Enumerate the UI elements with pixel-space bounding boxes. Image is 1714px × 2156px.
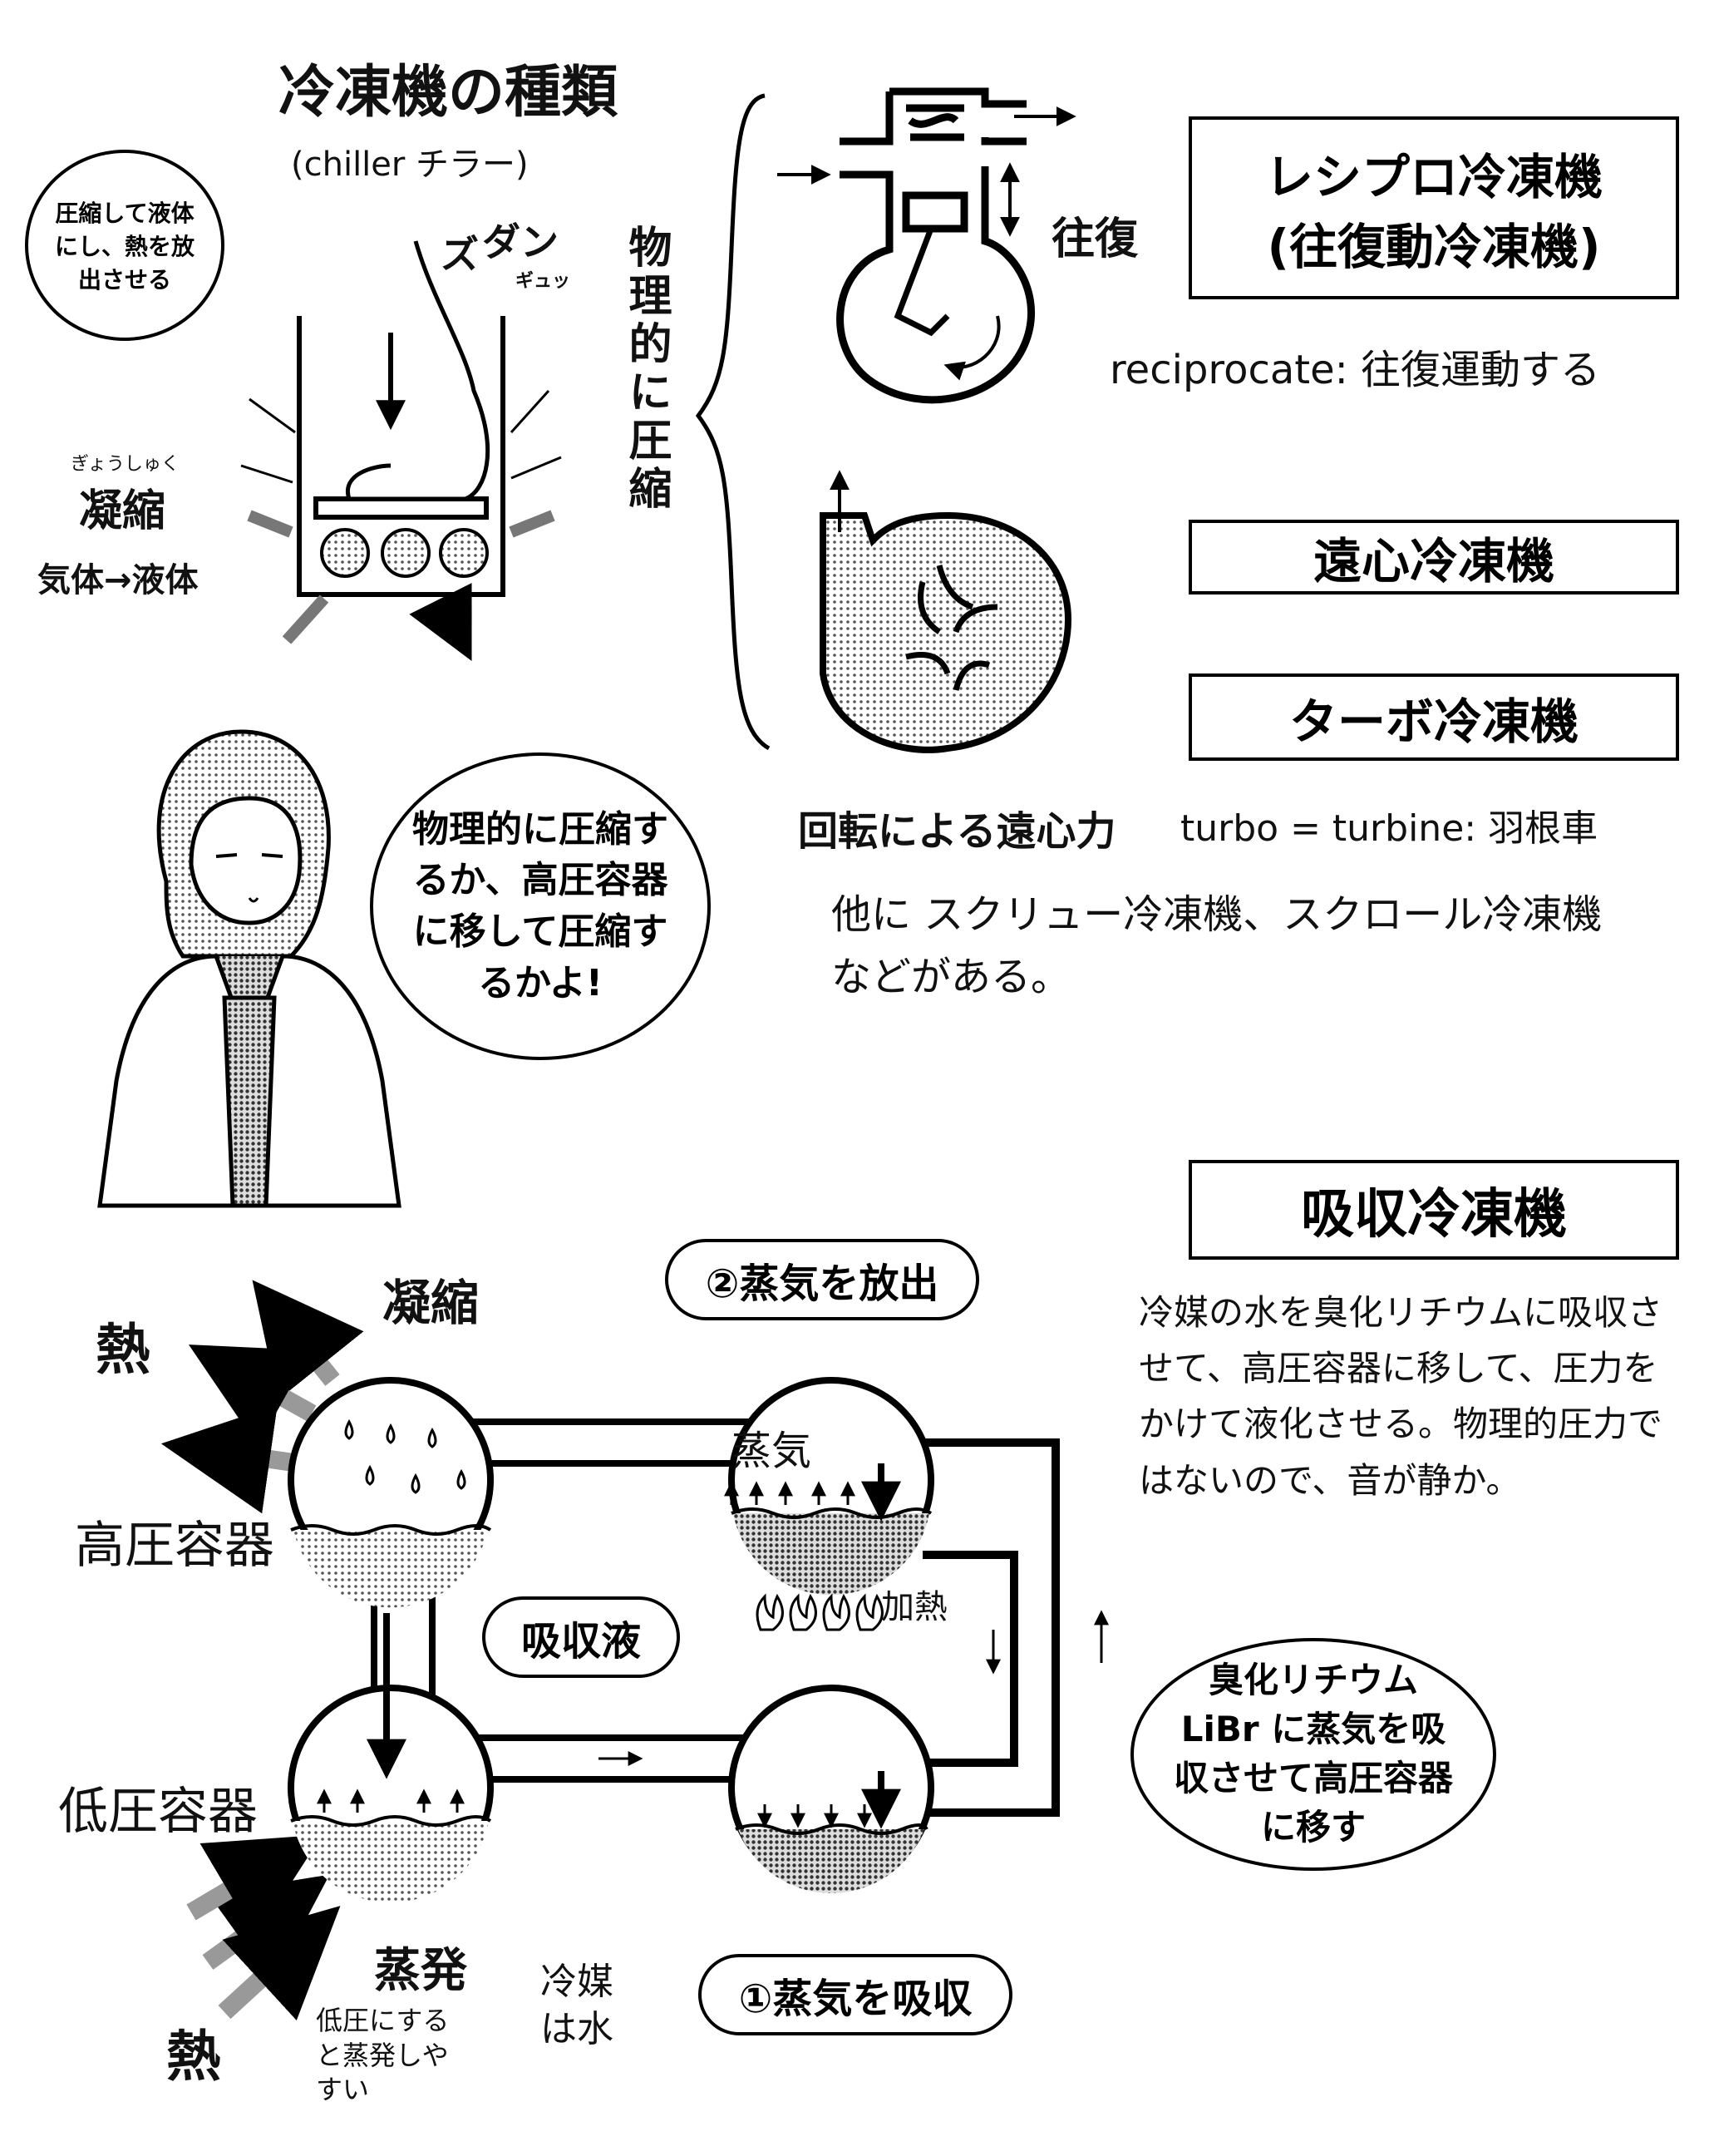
- sfx-zu: ズ: [441, 232, 479, 277]
- absorb-steam-pill: ①蒸気を吸収: [698, 1954, 1012, 2035]
- character-bubble-text: 物理的に圧縮するか、高圧容器に移して圧縮するかよ!: [412, 807, 668, 1004]
- absorption-title: 吸収冷凍機: [1301, 1184, 1567, 1246]
- turbo-definition: turbo = turbine: 羽根車: [1180, 807, 1598, 850]
- centrifugal-title: 遠心冷凍機: [1313, 533, 1554, 590]
- character-speech-bubble: 物理的に圧縮するか、高圧容器に移して圧縮するかよ!: [370, 752, 711, 1060]
- physical-compression-vertical: 物理的に圧縮: [621, 224, 671, 514]
- absorption-description: 冷媒の水を臭化リチウムに吸収させて、高圧容器に移して、圧力をかけて液化させる。物…: [1139, 1292, 1663, 1501]
- evaporation-label: 蒸発: [374, 1944, 467, 1998]
- compression-cylinder: [240, 240, 562, 649]
- gas-to-liquid: 気体→液体: [37, 561, 199, 599]
- heat-bottom-label: 熱: [166, 2025, 221, 2089]
- page-subtitle: (chiller チラー): [291, 146, 529, 184]
- centrifugal-impeller: [820, 470, 1072, 753]
- reciprocating-compressor: [777, 87, 1076, 404]
- centrifugal-box: 遠心冷凍機: [1189, 520, 1679, 595]
- absorb-steam-text: ①蒸気を吸収: [738, 1976, 973, 2022]
- release-steam-text: ②蒸気を放出: [705, 1261, 939, 1307]
- condensation-label: 凝縮: [79, 486, 166, 536]
- evaporation-note: 低圧にすると蒸発しやすい: [316, 2005, 450, 2106]
- reciprocating-box: レシプロ冷凍機 (往復動冷凍機): [1189, 116, 1679, 299]
- reciprocating-motion-label: 往復: [1052, 215, 1139, 264]
- reciprocate-definition: reciprocate: 往復運動する: [1110, 347, 1601, 393]
- brace: [695, 93, 771, 751]
- sfx-dan: ダン: [482, 220, 559, 264]
- heat-top-label: 熱: [96, 1318, 150, 1382]
- other-types-line1: 他に スクリュー冷凍機、スクロール冷凍機: [831, 891, 1603, 938]
- libr-speech-bubble: 臭化リチウム LiBr に蒸気を吸収させて高圧容器に移す: [1130, 1638, 1496, 1871]
- absorbent-text: 吸収液: [520, 1618, 641, 1665]
- turbo-box: ターボ冷凍機: [1189, 673, 1679, 761]
- compression-bubble-text: 圧縮して液体にし、熱を放出させる: [54, 200, 195, 294]
- compression-speech-bubble: 圧縮して液体にし、熱を放出させる: [25, 150, 224, 341]
- character-figure: [97, 729, 401, 1208]
- libr-bubble-text: 臭化リチウム LiBr に蒸気を吸収させて高圧容器に移す: [1173, 1660, 1453, 1848]
- other-types-line2: などがある。: [831, 954, 1071, 1000]
- high-pressure-label: 高圧容器: [75, 1517, 274, 1575]
- release-steam-pill: ②蒸気を放出: [665, 1239, 979, 1320]
- absorption-diagram: [160, 1280, 1109, 2021]
- centrifugal-caption: 回転による遠心力: [798, 808, 1116, 855]
- absorption-box: 吸収冷凍機: [1189, 1160, 1679, 1260]
- absorbent-pill: 吸収液: [482, 1596, 680, 1678]
- page-title: 冷凍機の種類: [278, 60, 618, 126]
- steam-label: 蒸気: [731, 1428, 812, 1474]
- low-pressure-label: 低圧容器: [58, 1783, 258, 1841]
- refrigerant-note: 冷媒は水: [540, 1961, 613, 2051]
- heating-label: 加熱: [881, 1588, 948, 1626]
- turbo-title: ターボ冷凍機: [1288, 693, 1579, 750]
- diagram-condensation-label: 凝縮: [382, 1275, 480, 1331]
- condensation-ruby: ぎょうしゅく: [71, 454, 180, 475]
- reciprocating-title-1: レシプロ冷凍機: [1264, 149, 1603, 205]
- sfx-gyu: ギュッ: [515, 271, 571, 292]
- reciprocating-title-2: (往復動冷凍機): [1267, 219, 1601, 275]
